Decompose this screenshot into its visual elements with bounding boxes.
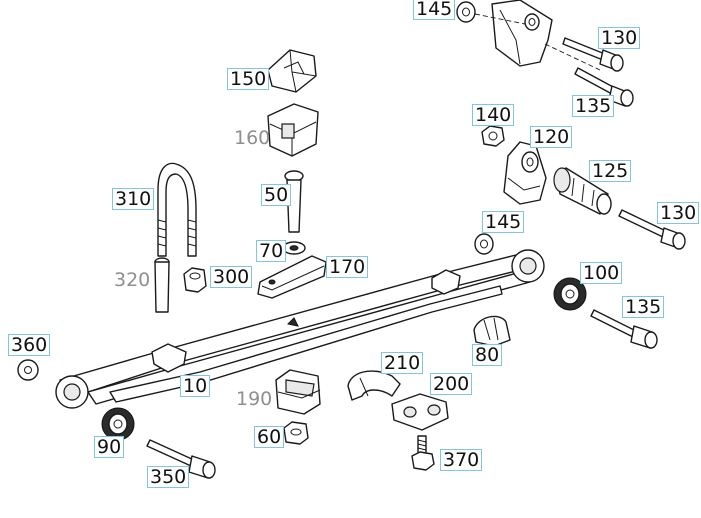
- shackle-120: [503, 141, 547, 205]
- callout-90: 90: [94, 436, 125, 458]
- spacer-160: [267, 103, 319, 157]
- washer-360: [17, 359, 39, 381]
- bolt-370: [411, 435, 435, 471]
- nut-140: [481, 125, 505, 147]
- bolt-130-top: [562, 37, 624, 72]
- clamp-190: [275, 369, 321, 415]
- bracket-200: [391, 393, 449, 431]
- nut-300: [183, 267, 207, 293]
- callout-370: 370: [440, 449, 483, 471]
- callout-80: 80: [472, 344, 503, 366]
- callout-300: 300: [210, 266, 253, 288]
- sleeve-320: [154, 257, 170, 313]
- bushing-100: [553, 277, 587, 311]
- callout-145-mid: 145: [482, 211, 525, 233]
- callout-160: 160: [234, 127, 271, 149]
- callout-100: 100: [580, 262, 623, 284]
- shackle-bracket-top: [474, 0, 601, 71]
- bolt-135-mid: [590, 309, 658, 349]
- bushing-90: [101, 407, 135, 441]
- callout-130-top: 130: [598, 27, 641, 49]
- callout-210: 210: [381, 352, 424, 374]
- u-bolt-310: [157, 162, 197, 257]
- callout-70: 70: [256, 240, 287, 262]
- callout-120: 120: [530, 126, 573, 148]
- callout-140: 140: [472, 104, 515, 126]
- callout-145-top: 145: [413, 0, 456, 20]
- callout-135-mid: 135: [622, 296, 665, 318]
- callout-170: 170: [326, 256, 369, 278]
- washer-70: [282, 241, 306, 255]
- strap-210: [347, 370, 401, 401]
- callout-200: 200: [430, 373, 473, 395]
- nut-60: [283, 421, 309, 445]
- callout-60: 60: [254, 426, 285, 448]
- bolt-350: [146, 439, 216, 479]
- leaf-spring-10: [55, 249, 545, 409]
- callout-10: 10: [180, 375, 211, 397]
- callout-135-top: 135: [572, 95, 615, 117]
- bump-stop-80: [473, 315, 511, 347]
- callout-350: 350: [147, 466, 190, 488]
- callout-125: 125: [589, 160, 632, 182]
- bolt-130-mid: [618, 209, 686, 250]
- callout-190: 190: [236, 388, 273, 410]
- washer-145-top: [456, 1, 476, 23]
- callout-310: 310: [112, 188, 155, 210]
- callout-50: 50: [261, 184, 292, 206]
- callout-320: 320: [114, 269, 151, 291]
- callout-360: 360: [8, 334, 51, 356]
- bushing-125: [553, 167, 612, 215]
- callout-150: 150: [227, 68, 270, 90]
- callout-130-mid: 130: [657, 202, 700, 224]
- pad-150: [267, 49, 317, 93]
- plate-170: [257, 255, 327, 299]
- washer-145-mid: [474, 233, 494, 255]
